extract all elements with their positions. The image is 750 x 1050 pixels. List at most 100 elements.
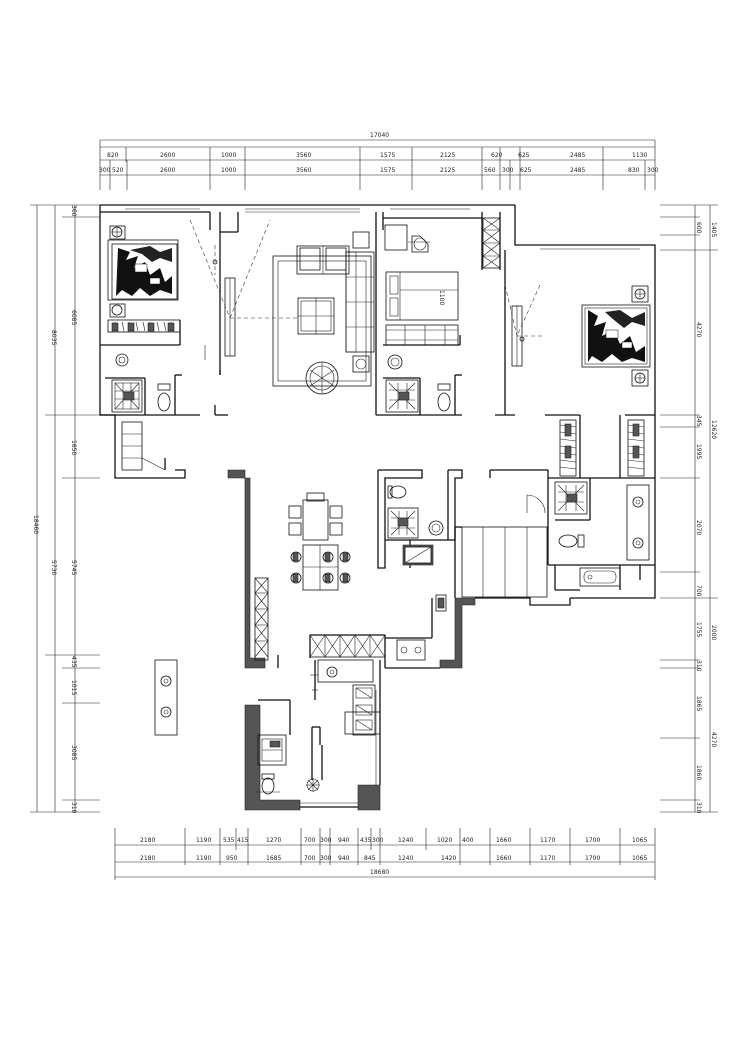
left-dim-5: 435 <box>70 656 77 668</box>
bottom-dim-17: 1065 <box>632 837 647 844</box>
right-dim-9: 310 <box>695 660 702 672</box>
top-dim-1: 820 <box>107 152 119 159</box>
ceiling-light-icon <box>519 336 525 342</box>
bottom-dim-6: 700 <box>304 837 316 844</box>
top2-dim-13: 300 <box>647 167 659 174</box>
bottom2-dim-12: 1170 <box>540 855 555 862</box>
top2-dim-4: 1000 <box>221 167 236 174</box>
interior-walls <box>100 212 655 811</box>
bottom2-dim-7: 940 <box>338 855 350 862</box>
top-dim-7: 620 <box>491 152 503 159</box>
potted-plant-icon <box>306 778 320 792</box>
right-dim-7: 700 <box>695 585 702 597</box>
left-dim-2: 6085 <box>70 310 77 325</box>
bottom-dim-5: 1270 <box>266 837 281 844</box>
ceiling-light-icon <box>212 259 218 265</box>
bottom-dim-11: 1240 <box>398 837 413 844</box>
right-dim-5: 1995 <box>695 444 702 459</box>
nightstand-lamp-icon <box>111 304 123 316</box>
kitchen <box>256 594 447 795</box>
top-dim-10: 1130 <box>632 152 647 159</box>
top2-dim-12: 830 <box>628 167 640 174</box>
top2-dim-3: 2600 <box>160 167 175 174</box>
master-bedroom <box>504 284 651 591</box>
top-dim-3: 1000 <box>221 152 236 159</box>
bottom-dimension-lines: 2180 1190 535 415 1270 700 300 940 435 3… <box>114 828 656 880</box>
top-dimension-lines: 17040 820 2600 1000 3560 1575 2125 62 <box>99 132 659 190</box>
bottom2-dim-4: 1685 <box>266 855 281 862</box>
bottom2-dim-6: 300 <box>320 855 332 862</box>
top-dim-6: 2125 <box>440 152 455 159</box>
bottom-dim-8: 940 <box>338 837 350 844</box>
bottom2-dim-5: 700 <box>304 855 316 862</box>
bottom-dim-12: 1020 <box>437 837 452 844</box>
top2-dim-1: 300 <box>99 167 111 174</box>
bottom-total-dimension: 18680 <box>370 869 389 876</box>
toilet-icon <box>389 485 407 499</box>
left-dim-1: 360 <box>70 205 77 217</box>
bottom2-dim-1: 2180 <box>140 855 155 862</box>
bottom-dim-3: 535 <box>223 837 235 844</box>
bottom-dim-13: 400 <box>462 837 474 844</box>
washbasin-icon <box>115 353 129 367</box>
washbasin-icon <box>160 706 172 718</box>
right-dim-6: 2070 <box>695 520 702 535</box>
top-dim-2: 2600 <box>160 152 175 159</box>
bottom-dim-2: 1190 <box>196 837 211 844</box>
right-total-b: 4270 <box>710 732 717 747</box>
middle-bedroom: 1100 <box>384 224 459 413</box>
guest-bathroom <box>387 485 444 539</box>
bed-dimension-label: 1100 <box>438 290 445 305</box>
toilet-icon <box>558 534 578 548</box>
top2-dim-8: 560 <box>484 167 496 174</box>
right-total-a: 12620 <box>710 420 717 439</box>
bottom2-dim-2: 1190 <box>196 855 211 862</box>
right-dim-3: 4270 <box>695 322 702 337</box>
chair-icon <box>411 235 429 253</box>
bottom-dim-14: 1660 <box>496 837 511 844</box>
right-total-c: 2000 <box>710 625 717 640</box>
bottom2-dim-13: 1700 <box>585 855 600 862</box>
left-dim-6: 1015 <box>70 680 77 695</box>
toilet-icon <box>261 777 275 795</box>
bottom2-dim-10: 1420 <box>441 855 456 862</box>
top2-dim-6: 1575 <box>380 167 395 174</box>
top2-dim-10: 625 <box>520 167 532 174</box>
right-dim-4: 345 <box>695 415 702 427</box>
bottom-dim-16: 1700 <box>585 837 600 844</box>
bottom2-dim-3: 950 <box>226 855 238 862</box>
dining-chair-icon <box>290 551 351 584</box>
top-total-dimension: 17040 <box>370 132 389 139</box>
left-dim-7: 3085 <box>70 745 77 760</box>
washbasin-icon <box>632 537 644 549</box>
left2-dim-1: 8035 <box>50 330 57 345</box>
living-room <box>272 231 375 395</box>
top-dim-8: 625 <box>518 152 530 159</box>
left-total-dimension: 18460 <box>32 515 39 534</box>
washbasin-icon <box>632 496 644 508</box>
top2-dim-2: 520 <box>112 167 124 174</box>
top2-dim-5: 3560 <box>296 167 311 174</box>
top2-dim-9: 300 <box>502 167 514 174</box>
washbasin-icon <box>387 354 403 370</box>
right-dim-11: 1860 <box>695 765 702 780</box>
wash-island <box>154 659 178 736</box>
bottom2-dim-9: 1240 <box>398 855 413 862</box>
washbasin-icon <box>428 520 444 536</box>
top-dim-5: 1575 <box>380 152 395 159</box>
left-dimension-lines: 18460 8035 5730 360 6085 1650 5745 435 1… <box>30 204 100 814</box>
table-lamp-icon <box>355 358 367 370</box>
top-dim-4: 3560 <box>296 152 311 159</box>
bottom-dim-4: 415 <box>237 837 249 844</box>
top2-dim-7: 2125 <box>440 167 455 174</box>
toilet-icon <box>157 392 171 412</box>
bottom-dim-9: 435 <box>360 837 372 844</box>
right-dim-10: 1865 <box>695 696 702 711</box>
dining-area <box>288 492 351 591</box>
bottom2-dim-14: 1065 <box>632 855 647 862</box>
right-dim-12: 310 <box>695 802 702 814</box>
left-dim-3: 1650 <box>70 440 77 455</box>
bottom-dim-15: 1170 <box>540 837 555 844</box>
bottom2-dim-11: 1660 <box>496 855 511 862</box>
